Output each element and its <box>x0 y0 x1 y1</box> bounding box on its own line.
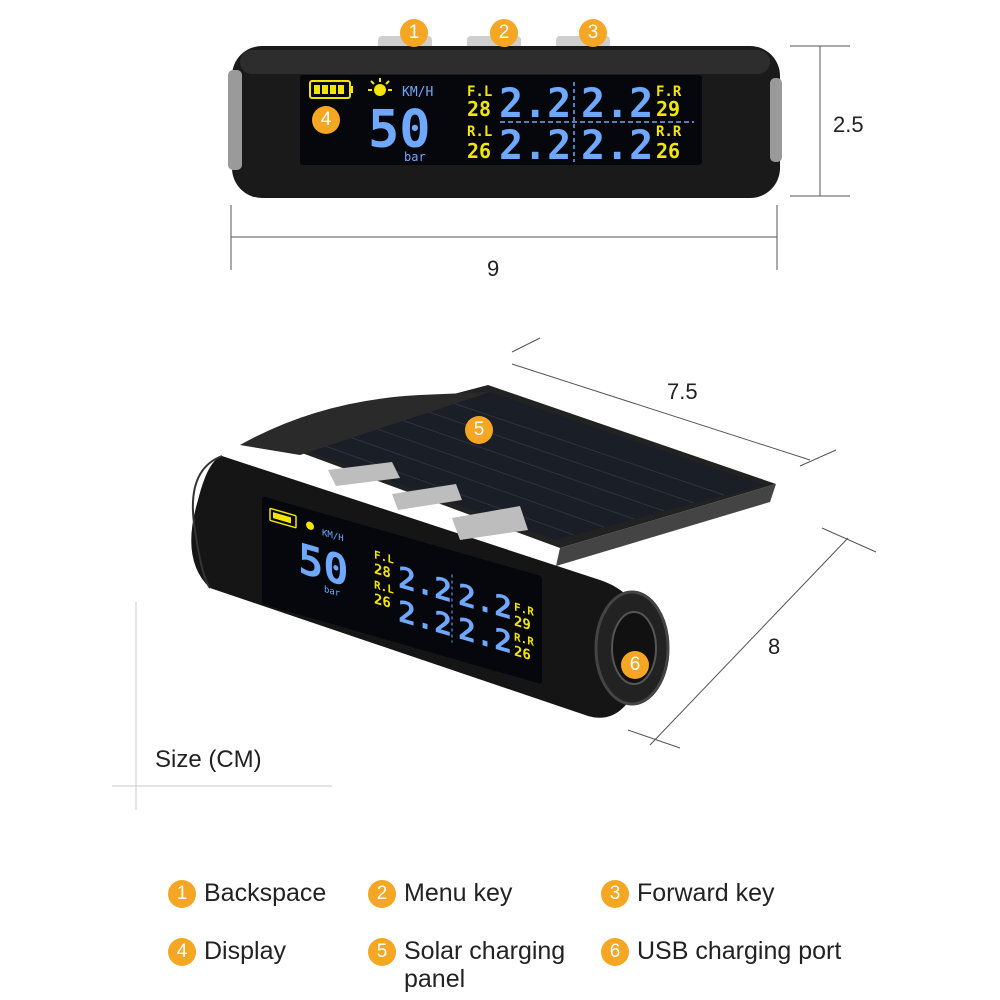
fr-label-perspective: F.R <box>514 600 534 619</box>
callout-3-badge: 3 <box>579 19 607 47</box>
fl-label-perspective: F.L <box>374 548 394 567</box>
height-dimension: 2.5 <box>833 112 864 137</box>
fr-pressure: 2.2 <box>581 81 653 127</box>
legend-label-forward-key: Forward key <box>637 879 775 907</box>
legend-badge-5: 5 <box>368 938 396 966</box>
rr-pressure: 2.2 <box>581 123 653 169</box>
legend-badge-1: 1 <box>168 880 196 908</box>
top-dimension-lines <box>230 45 850 270</box>
callout-6-badge: 6 <box>621 651 649 679</box>
legend-label-menu-key: Menu key <box>404 879 513 907</box>
lcd-screen-perspective <box>262 496 542 684</box>
callout-2-badge: 2 <box>490 19 518 47</box>
speed-value: 50 <box>368 100 431 160</box>
rr-label: R.R <box>656 124 682 140</box>
legend-badge-2: 2 <box>368 880 396 908</box>
legend-badge-4: 4 <box>168 938 196 966</box>
rl-label-perspective: R.L <box>374 578 394 597</box>
rl-label: R.L <box>467 124 492 140</box>
rl-temp-perspective: 26 <box>374 591 391 612</box>
legend-item-solar-panel: 5 Solar charging panel <box>368 937 594 993</box>
legend-label-solar-panel: Solar charging panel <box>404 937 566 993</box>
pressure-unit-perspective: bar <box>324 584 341 600</box>
fr-label: F.R <box>656 84 682 100</box>
callout-4-badge: 4 <box>312 106 340 134</box>
fl-label: F.L <box>467 84 492 100</box>
fl-pressure: 2.2 <box>499 81 571 127</box>
legend-item-backspace: 1 Backspace <box>168 879 326 908</box>
legend-badge-6: 6 <box>601 938 629 966</box>
device-top-illustration: KM/H 50 bar F.L 28 R.L 26 2.2 2.2 2.2 2.… <box>228 36 782 198</box>
legend-badge-3: 3 <box>601 880 629 908</box>
lcd-screen-top <box>300 75 702 165</box>
rr-label-perspective: R.R <box>514 630 534 649</box>
callout-5-badge: 5 <box>465 416 493 444</box>
length-dimension: 8 <box>768 634 781 659</box>
legend-label-usb-port: USB charging port <box>637 937 842 965</box>
speed-unit: KM/H <box>402 85 433 100</box>
legend-label-backspace: Backspace <box>204 879 327 907</box>
fr-temp-perspective: 29 <box>514 613 531 634</box>
legend-item-menu-key: 2 Menu key <box>368 879 512 908</box>
pressure-unit: bar <box>404 150 426 164</box>
depth-dimension: 7.5 <box>667 379 698 404</box>
size-label: Size (CM) <box>155 746 262 773</box>
legend-label-display: Display <box>204 937 286 965</box>
width-dimension: 9 <box>487 256 500 281</box>
fr-temp: 29 <box>656 97 680 121</box>
legend-item-display: 4 Display <box>168 937 286 966</box>
rl-temp: 26 <box>467 139 491 163</box>
device-perspective-illustration: KM/H 50 bar F.L 28 R.L 26 2.2 2.2 2.2 2.… <box>112 337 877 810</box>
solar-panel-surface <box>282 392 764 540</box>
fl-temp: 28 <box>467 97 491 121</box>
callout-1-badge: 1 <box>400 19 428 47</box>
rr-temp: 26 <box>656 139 680 163</box>
fl-temp-perspective: 28 <box>374 561 391 582</box>
legend-item-usb-port: 6 USB charging port <box>601 937 841 966</box>
legend-item-forward-key: 3 Forward key <box>601 879 775 908</box>
rr-temp-perspective: 26 <box>514 643 531 664</box>
rl-pressure: 2.2 <box>499 123 571 169</box>
